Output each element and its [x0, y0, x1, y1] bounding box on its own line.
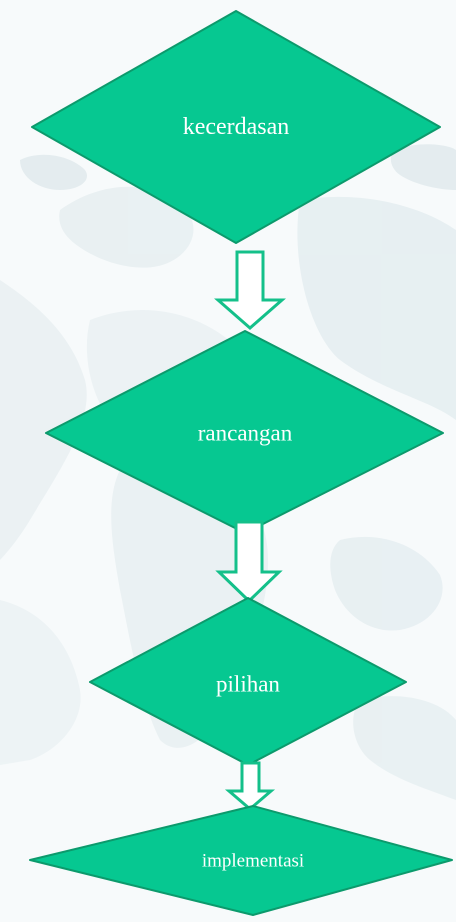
- node-label: kecerdasan: [183, 114, 290, 140]
- node-kecerdasan: kecerdasan: [31, 10, 441, 244]
- node-label: rancangan: [198, 421, 293, 446]
- node-implementasi: implementasi: [29, 805, 453, 916]
- node-label: pilihan: [216, 672, 280, 697]
- node-rancangan: rancangan: [45, 330, 444, 534]
- diamond-shape: [29, 805, 453, 916]
- node-label: implementasi: [202, 851, 304, 872]
- arrow-shape: [215, 520, 283, 604]
- arrow-shape: [224, 761, 276, 811]
- diamond-shape: [31, 10, 441, 244]
- arrow-shape: [214, 250, 286, 330]
- down-arrow-icon: [224, 761, 276, 811]
- down-arrow-icon: [214, 250, 286, 330]
- down-arrow-icon: [215, 520, 283, 604]
